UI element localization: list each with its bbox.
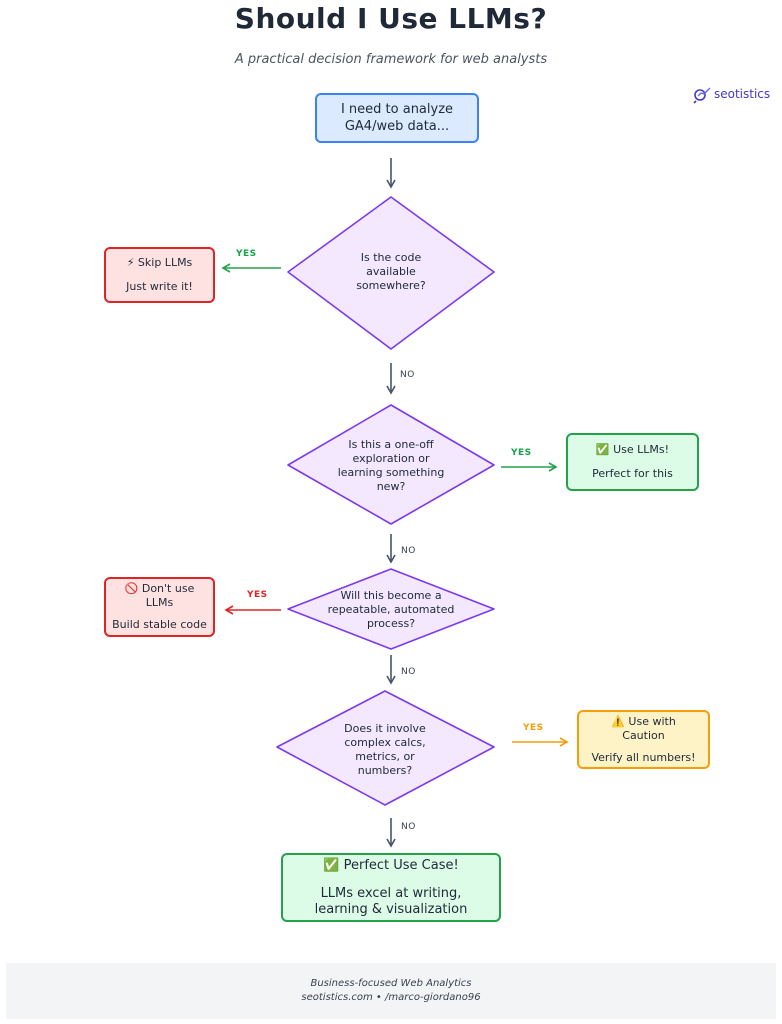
outcome-skip-detail: Just write it! [126, 280, 193, 293]
outcome-use-title: Use LLMs! [613, 443, 670, 456]
page-subtitle: A practical decision framework for web a… [234, 52, 548, 67]
decision-diamond-repeatable [287, 568, 495, 650]
label-no-q3: NO [401, 667, 416, 677]
outcome-skip-llms: ⚡ Skip LLMs Just write it! [104, 247, 215, 303]
label-yes-q3: YES [247, 590, 268, 600]
start-node-text: I need to analyze GA4/web data... [340, 102, 454, 134]
footer-links: seotistics.com • /marco-giordano96 [301, 992, 481, 1003]
label-yes-q4: YES [523, 723, 544, 733]
question-repeatable: Will this become a repeatable, automated… [327, 589, 455, 630]
outcome-perfect-use-case: ✅ Perfect Use Case! LLMs excel at writin… [281, 853, 501, 922]
prohibited-icon: 🚫 [124, 582, 139, 595]
footer: Business-focused Web Analytics seotistic… [6, 963, 776, 1019]
label-no-q1: NO [400, 370, 415, 380]
outcome-caution-title: Use with Caution [622, 714, 676, 742]
outcome-caution-detail: Verify all numbers! [591, 750, 696, 764]
label-yes-q1: YES [236, 249, 257, 259]
label-no-q4: NO [401, 822, 416, 832]
outcome-use-with-caution: ⚠️ Use with Caution Verify all numbers! [577, 710, 710, 769]
brand-logo: seotistics [692, 84, 770, 104]
footer-tagline: Business-focused Web Analytics [310, 978, 472, 989]
outcome-skip-title: Skip LLMs [137, 256, 193, 269]
outcome-use-llms: ✅ Use LLMs! Perfect for this [566, 433, 699, 491]
check-icon: ✅ [323, 857, 340, 873]
outcome-perfect-detail: LLMs excel at writing, learning & visual… [314, 885, 468, 917]
outcome-dont-title: Don't use LLMs [141, 582, 195, 609]
decision-diamond-one-off [287, 404, 495, 525]
magnifier-chart-icon [693, 87, 711, 104]
check-icon: ✅ [595, 443, 610, 456]
question-complex-calcs: Does it involve complex calcs, metrics, … [344, 722, 426, 777]
brand-logo-text: seotistics [714, 87, 771, 101]
outcome-use-detail: Perfect for this [592, 467, 673, 480]
question-code-available: Is the code available somewhere? [356, 251, 426, 292]
outcome-dont-use-llms: 🚫 Don't use LLMs Build stable code [104, 577, 215, 637]
label-no-q2: NO [401, 546, 416, 556]
outcome-dont-detail: Build stable code [112, 618, 207, 631]
question-one-off: Is this a one-off exploration or learnin… [337, 438, 445, 493]
label-yes-q2: YES [511, 448, 532, 458]
decision-diamond-code-available [287, 196, 495, 350]
start-node: I need to analyze GA4/web data... [315, 93, 479, 143]
lightning-icon: ⚡ [126, 256, 135, 269]
outcome-perfect-title: Perfect Use Case! [343, 857, 459, 873]
warning-icon: ⚠️ [611, 714, 625, 728]
decision-diamond-complex-calcs [276, 690, 495, 806]
page-title: Should I Use LLMs? [234, 2, 548, 35]
